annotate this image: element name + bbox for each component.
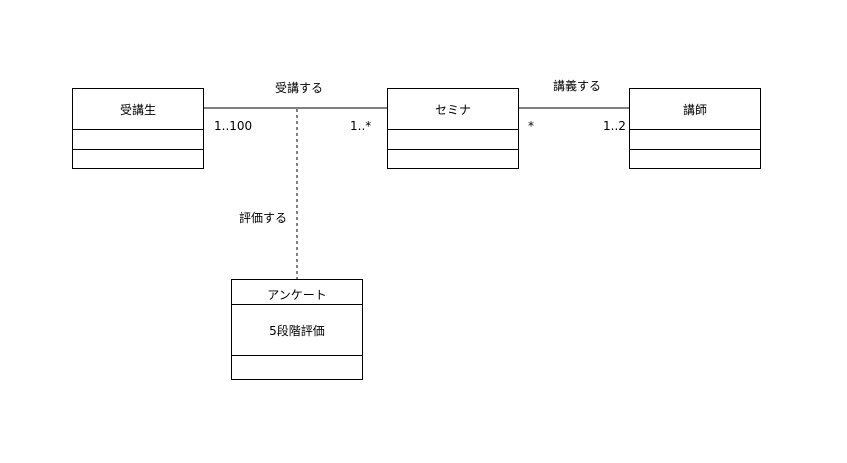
- class-survey-name: アンケート: [267, 287, 327, 302]
- class-survey[interactable]: アンケート 5段階評価: [231, 279, 363, 380]
- association-label-evaluate: 評価する: [239, 211, 288, 225]
- class-survey-operations: [232, 355, 362, 379]
- class-student-name: 受講生: [119, 102, 156, 117]
- multiplicity-seminar-attend-side: 1..*: [350, 119, 372, 133]
- multiplicity-seminar-lecture-side: *: [528, 119, 534, 133]
- class-student-operations: [73, 149, 203, 168]
- class-seminar-operations: [388, 149, 518, 168]
- class-instructor-name: 講師: [682, 102, 707, 117]
- association-label-attend: 受講する: [275, 81, 324, 95]
- class-seminar-attributes: [388, 129, 518, 149]
- class-student[interactable]: 受講生: [72, 88, 204, 169]
- class-seminar-name: セミナ: [434, 102, 471, 117]
- class-seminar[interactable]: セミナ: [387, 88, 519, 169]
- class-student-attributes: [73, 129, 203, 149]
- multiplicity-instructor-side: 1..2: [603, 119, 626, 133]
- class-instructor-attributes: [630, 129, 760, 149]
- class-instructor[interactable]: 講師: [629, 88, 761, 169]
- association-label-lecture: 講義する: [553, 79, 602, 93]
- class-survey-attribute: 5段階評価: [232, 304, 362, 355]
- class-instructor-operations: [630, 149, 760, 168]
- multiplicity-student-side: 1..100: [214, 119, 253, 133]
